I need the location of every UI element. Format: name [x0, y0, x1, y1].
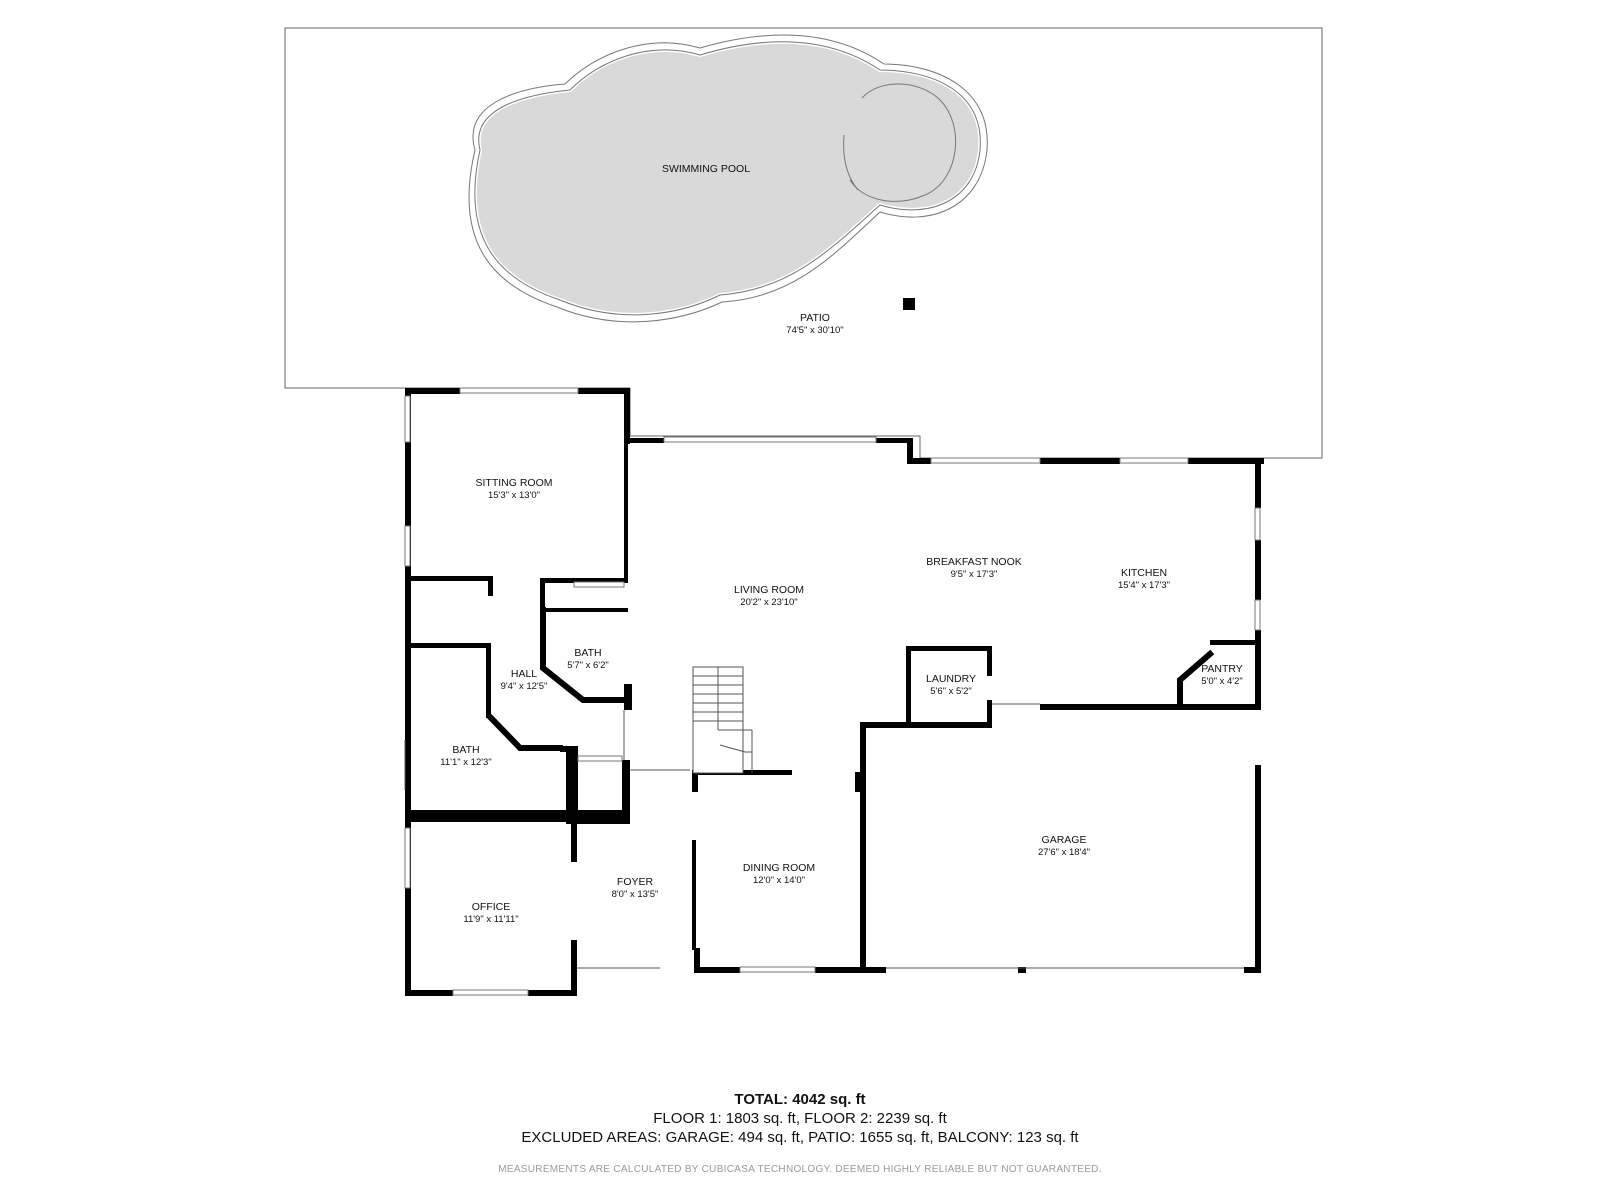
office-dim: 11'9" x 11'11" — [463, 914, 518, 925]
patio-dim: 74'5" x 30'10" — [786, 325, 843, 336]
patio-post — [903, 298, 915, 310]
pantry-dim: 5'0" x 4'2" — [1201, 676, 1243, 687]
hall-dim: 9'4" x 12'5" — [501, 681, 548, 692]
dining-room-label: DINING ROOM — [743, 862, 815, 874]
sitting-room-dim: 15'3" x 13'0" — [488, 490, 540, 501]
foyer-dim: 8'0" x 13'5" — [612, 889, 659, 900]
foyer-label: FOYER — [617, 876, 654, 888]
disclaimer: MEASUREMENTS ARE CALCULATED BY CUBICASA … — [498, 1164, 1102, 1175]
office-label: OFFICE — [472, 901, 511, 913]
breakfast-nook-label: BREAKFAST NOOK — [926, 556, 1022, 568]
dining-room-dim: 12'0" x 14'0" — [753, 875, 805, 886]
swimming-pool — [468, 34, 988, 323]
area-summary: TOTAL: 4042 sq. ft FLOOR 1: 1803 sq. ft,… — [0, 1090, 1600, 1147]
interior-walls — [405, 440, 1261, 970]
garage-dim: 27'6" x 18'4" — [1038, 847, 1090, 858]
kitchen-dim: 15'4" x 17'3" — [1118, 580, 1170, 591]
openings — [404, 703, 1244, 969]
total-area: TOTAL: 4042 sq. ft — [734, 1091, 866, 1108]
garage-label: GARAGE — [1042, 834, 1087, 846]
bath-large-label: BATH — [452, 744, 479, 756]
living-room-label: LIVING ROOM — [734, 584, 804, 596]
floor-areas: FLOOR 1: 1803 sq. ft, FLOOR 2: 2239 sq. … — [653, 1110, 947, 1127]
bath-small-label: BATH — [574, 647, 601, 659]
hall-label: HALL — [511, 668, 537, 680]
windows — [404, 387, 1261, 996]
stairs — [692, 666, 753, 774]
patio-label: PATIO — [800, 312, 830, 324]
kitchen-label: KITCHEN — [1121, 567, 1167, 579]
bath-small-dim: 5'7" x 6'2" — [567, 660, 609, 671]
exterior-walls — [405, 388, 1264, 996]
pantry-label: PANTRY — [1201, 663, 1243, 675]
sitting-room-label: SITTING ROOM — [476, 477, 553, 489]
bath-large-dim: 11'1" x 12'3" — [440, 757, 491, 768]
breakfast-nook-dim: 9'5" x 17'3" — [951, 569, 998, 580]
laundry-label: LAUNDRY — [926, 673, 976, 685]
laundry-dim: 5'6" x 5'2" — [930, 686, 972, 697]
excluded-areas: EXCLUDED AREAS: GARAGE: 494 sq. ft, PATI… — [521, 1129, 1079, 1146]
pool-label: SWIMMING POOL — [662, 163, 750, 175]
living-room-dim: 20'2" x 23'10" — [740, 597, 797, 608]
